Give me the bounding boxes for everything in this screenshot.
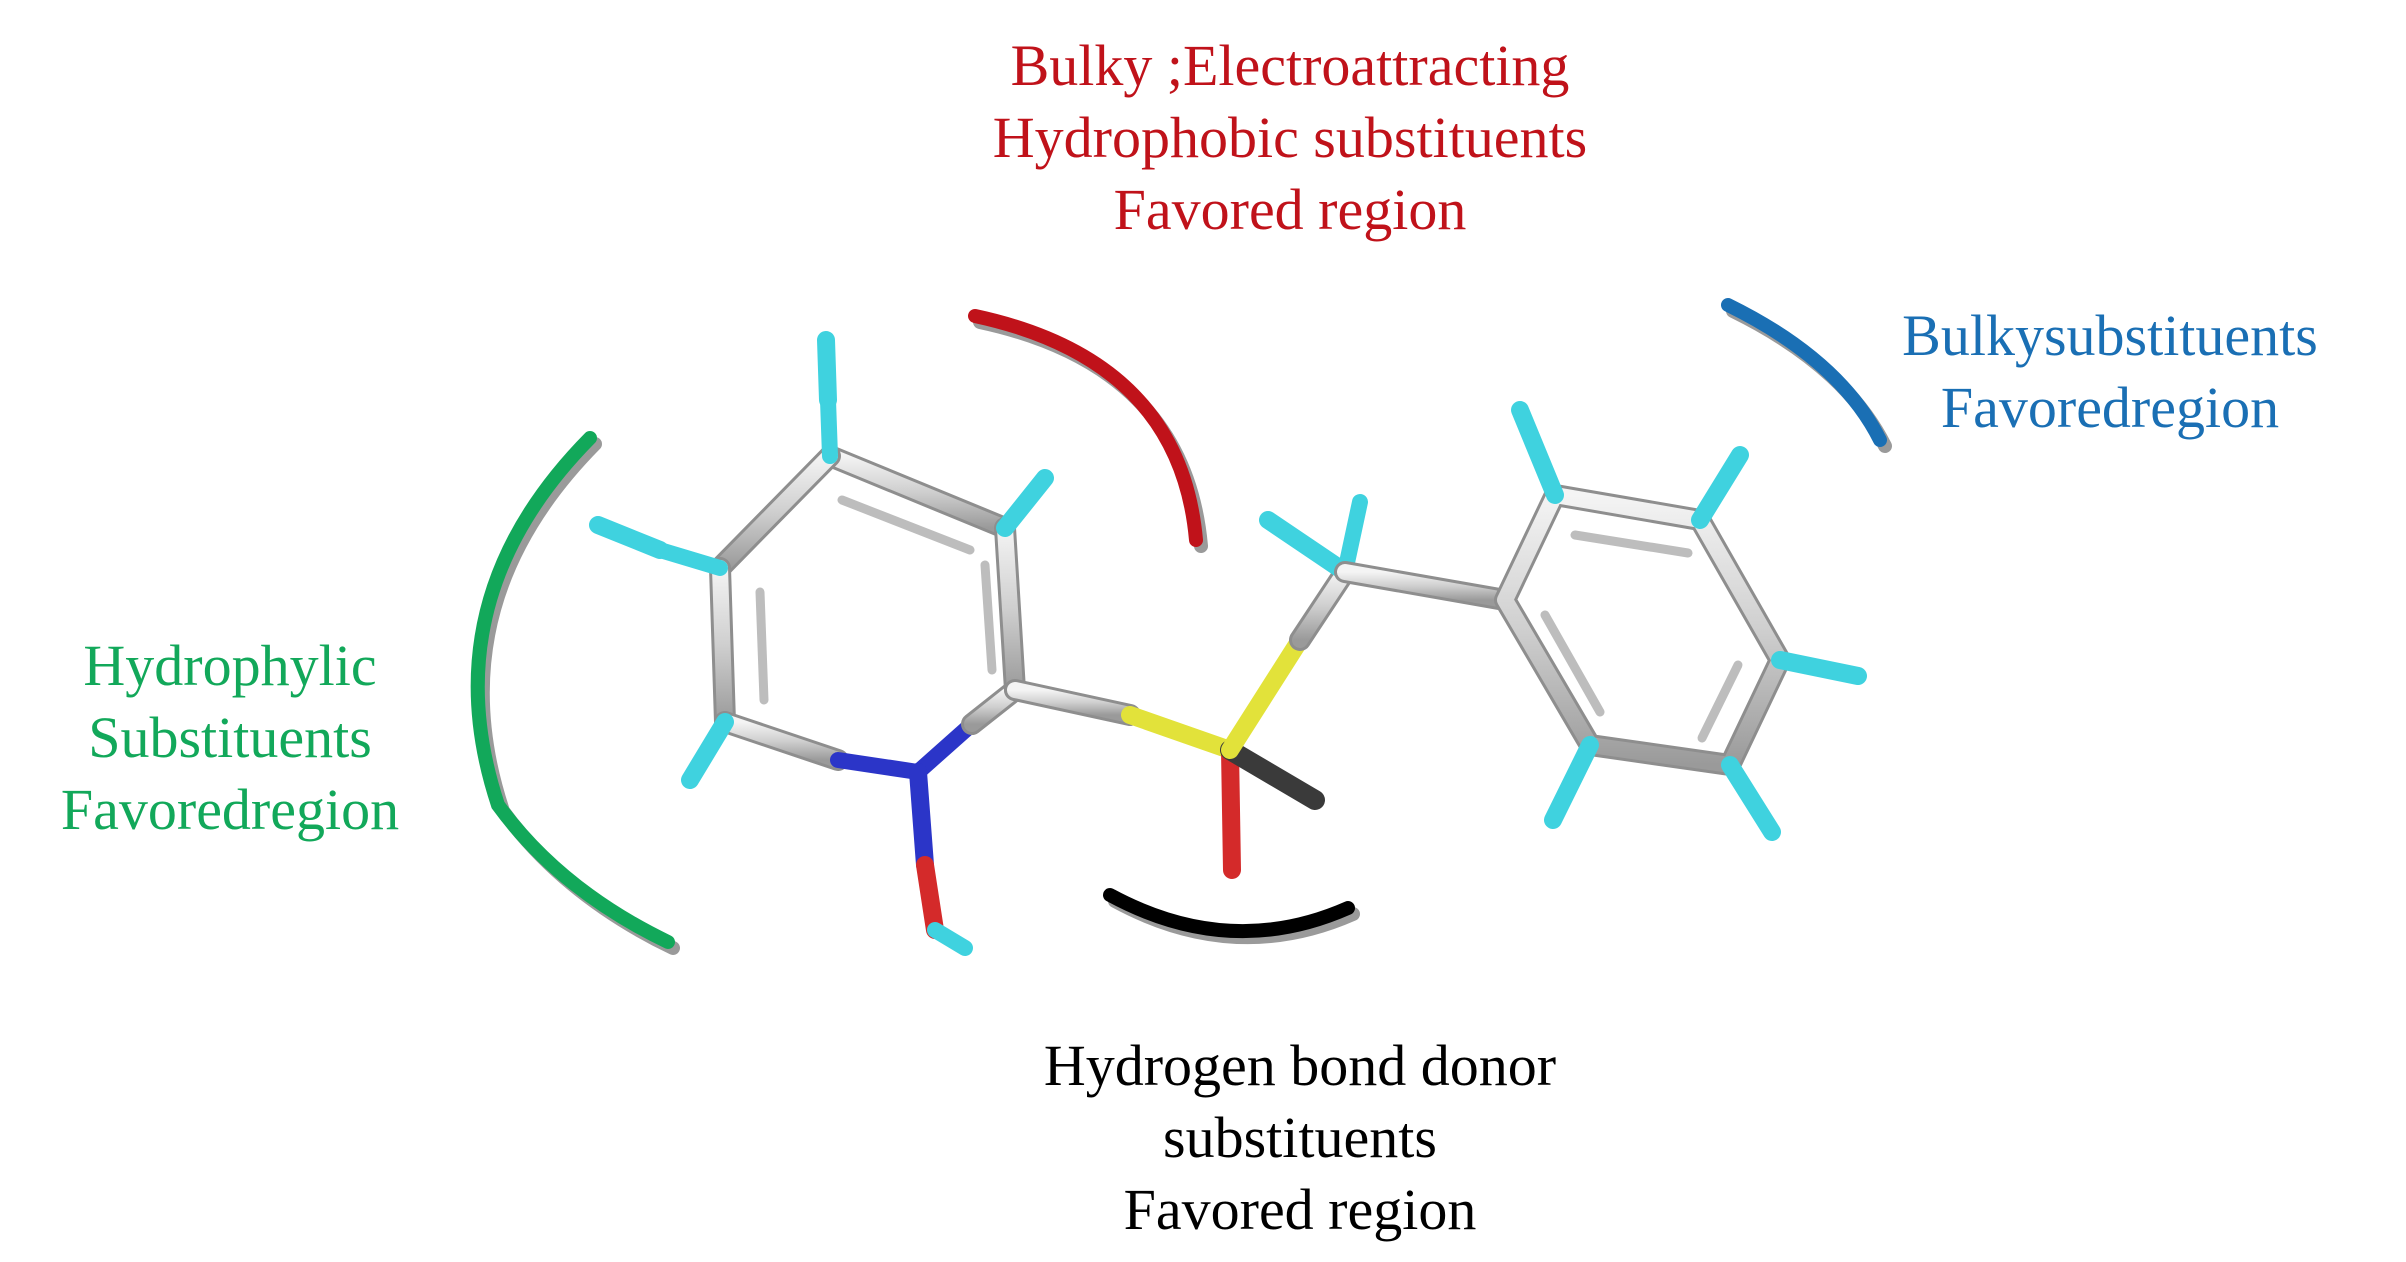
hbond-label-line-3: Favored region [1123, 1177, 1477, 1242]
pyridine-ring [709, 445, 1026, 780]
hydrophilic-label-line-2: Substituents [88, 705, 372, 770]
benzene-ring [1494, 484, 1791, 776]
hydrophilic-region-arc [470, 431, 680, 955]
bulky-label-line-1: Bulkysubstituents [1902, 303, 2318, 368]
hydrophobic-region-arc [968, 309, 1208, 553]
hydrophobic-region-label: Bulky ;Electroattracting Hydrophobic sub… [800, 30, 1780, 246]
hydrophobic-label-line-1: Bulky ;Electroattracting [1010, 33, 1570, 98]
bulky-region-label: Bulkysubstituents Favoredregion [1830, 300, 2390, 444]
benzene-hydrogens [1511, 401, 1867, 841]
molecule-bonds [589, 331, 1867, 956]
hydrophilic-region-label: Hydrophylic Substituents Favoredregion [0, 630, 460, 846]
hbond-label-line-1: Hydrogen bond donor [1043, 1033, 1557, 1098]
hbond-label-line-2: substituents [1163, 1105, 1437, 1170]
hydrophilic-label-line-1: Hydrophylic [83, 633, 377, 698]
hbond-donor-region-label: Hydrogen bond donor substituents Favored… [830, 1030, 1770, 1246]
hbond-donor-region-arc [1103, 888, 1360, 945]
bulky-label-line-2: Favoredregion [1940, 375, 2280, 440]
hydrophobic-label-line-3: Favored region [1113, 177, 1467, 242]
pyridine-hydrogens [589, 331, 1054, 789]
hydrophobic-label-line-2: Hydrophobic substituents [992, 105, 1588, 170]
bulky-region-arc [1721, 298, 1892, 453]
hydrophilic-label-line-3: Favoredregion [60, 777, 400, 842]
